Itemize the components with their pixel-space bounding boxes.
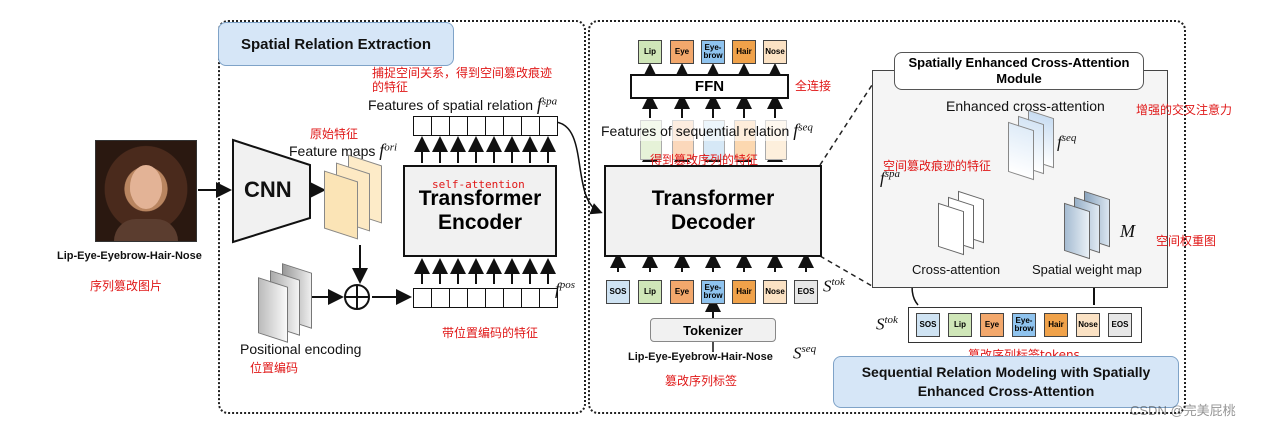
- input-token-eyebrow: Eye-brow: [701, 280, 725, 304]
- positional-layer: [258, 277, 288, 343]
- seq-cell: [539, 116, 558, 136]
- input-image-caption: Lip-Eye-Eyebrow-Hair-Nose: [57, 250, 202, 262]
- tokenizer-box: Tokenizer: [650, 318, 776, 342]
- seq-cell: [485, 116, 504, 136]
- cross-attention-label: Cross-attention: [912, 262, 1001, 277]
- spatial-weight-label: Spatial weight map: [1032, 262, 1142, 277]
- feature-map-stack: [324, 154, 384, 240]
- sequential-relation-title: Sequential Relation Modeling with Spatia…: [833, 356, 1179, 408]
- bottom-token-lip: Lip: [948, 313, 972, 337]
- enhanced-layer: [1008, 121, 1034, 181]
- fspa-note: 空间篡改痕迹的特征: [883, 159, 992, 173]
- input-token-eos: EOS: [794, 280, 818, 304]
- ffn-box: FFN: [630, 74, 789, 99]
- stok-label: Stok: [823, 276, 845, 296]
- fpos-label: fpos: [555, 279, 576, 299]
- positional-encoding-stack: [258, 263, 318, 343]
- bottom-token-hair: Hair: [1044, 313, 1068, 337]
- fspa-sequence: [413, 116, 558, 136]
- fpos-note: 带位置编码的特征: [442, 326, 539, 340]
- bottom-token-eos: EOS: [1108, 313, 1132, 337]
- seq-cell: [503, 116, 522, 136]
- spatial-relation-panel: [218, 20, 586, 414]
- enhanced-attention-label: Enhanced cross-attention: [946, 98, 1105, 114]
- cross-attention-stack: [938, 190, 988, 256]
- input-token-sos: SOS: [606, 280, 630, 304]
- stok-bottom-label: Stok: [876, 314, 898, 334]
- input-token-hair: Hair: [732, 280, 756, 304]
- seq-cell: [467, 116, 486, 136]
- bottom-token-eye: Eye: [980, 313, 1004, 337]
- positional-encoding-label: Positional encoding: [240, 341, 362, 357]
- output-token-hair: Hair: [732, 40, 756, 64]
- module-title: Spatially Enhanced Cross-Attention Modul…: [894, 52, 1144, 90]
- cross-layer: [938, 202, 964, 256]
- seq-cell: [521, 116, 540, 136]
- spatial-relation-note: 捕捉空间关系，得到空间篡改痕迹的特征: [372, 66, 553, 94]
- sequential-relation-label: Features of sequential relation fseq: [601, 120, 813, 141]
- bottom-token-sos: SOS: [916, 313, 940, 337]
- seq-cell: [413, 288, 432, 308]
- enhanced-stack: [1008, 109, 1058, 184]
- spatial-relation-label: Features of spatial relation fspa: [368, 94, 558, 114]
- output-token-nose: Nose: [763, 40, 787, 64]
- spatial-relation-title: Spatial Relation Extraction: [218, 22, 454, 66]
- output-token-eyebrow: Eye-brow: [701, 40, 725, 64]
- sseq-label: Sseq: [793, 343, 817, 363]
- self-attention-note: self-attention: [432, 178, 525, 191]
- feature-map-layer: [324, 170, 358, 240]
- weight-note: 空间权重图: [1156, 234, 1217, 248]
- input-image-note: 序列篡改图片: [90, 279, 163, 293]
- seq-cell: [449, 288, 468, 308]
- bottom-token-eyebrow: Eye-brow: [1012, 313, 1036, 337]
- ffn-note: 全连接: [795, 79, 832, 93]
- seq-cell: [467, 288, 486, 308]
- feature-maps-note: 原始特征: [310, 127, 359, 141]
- transformer-encoder: Transformer Encoder: [403, 165, 557, 257]
- input-face-image: [95, 140, 197, 242]
- sequential-relation-note: 得到篡改序列的特征: [650, 153, 759, 167]
- output-token-lip: Lip: [638, 40, 662, 64]
- cross-attention-module: [872, 70, 1168, 288]
- cnn-trapezoid: [232, 138, 311, 244]
- positional-encoding-note: 位置编码: [250, 361, 299, 375]
- fspa-label: fspa: [880, 168, 901, 188]
- output-token-eye: Eye: [670, 40, 694, 64]
- input-token-lip: Lip: [638, 280, 662, 304]
- enhanced-attention-note: 增强的交叉注意力: [1136, 103, 1233, 117]
- weight-layer: [1064, 202, 1090, 260]
- sequence-caption: Lip-Eye-Eyebrow-Hair-Nose: [628, 351, 773, 363]
- input-token-eye: Eye: [670, 280, 694, 304]
- input-token-nose: Nose: [763, 280, 787, 304]
- seq-cell: [431, 288, 450, 308]
- cnn-label: CNN: [244, 177, 292, 202]
- bottom-token-nose: Nose: [1076, 313, 1100, 337]
- sequence-note: 篡改序列标签: [665, 374, 738, 388]
- seq-cell: [521, 288, 540, 308]
- fpos-sequence: [413, 288, 558, 308]
- feature-maps-label: Feature maps fori: [289, 140, 398, 160]
- seq-cell: [503, 288, 522, 308]
- spatial-weight-stack: [1064, 190, 1114, 265]
- watermark: CSDN @完美屁桃: [1130, 403, 1236, 418]
- m-label: M: [1120, 221, 1135, 241]
- face-skin: [130, 165, 162, 209]
- seq-cell: [539, 288, 558, 308]
- sequential-relation-panel: [588, 20, 1186, 414]
- face-shirt: [114, 219, 178, 241]
- fseq-label: fseq: [1057, 132, 1077, 152]
- seq-cell: [449, 116, 468, 136]
- transformer-decoder: Transformer Decoder: [604, 165, 822, 257]
- seq-cell: [431, 116, 450, 136]
- seq-cell: [413, 116, 432, 136]
- seq-cell: [485, 288, 504, 308]
